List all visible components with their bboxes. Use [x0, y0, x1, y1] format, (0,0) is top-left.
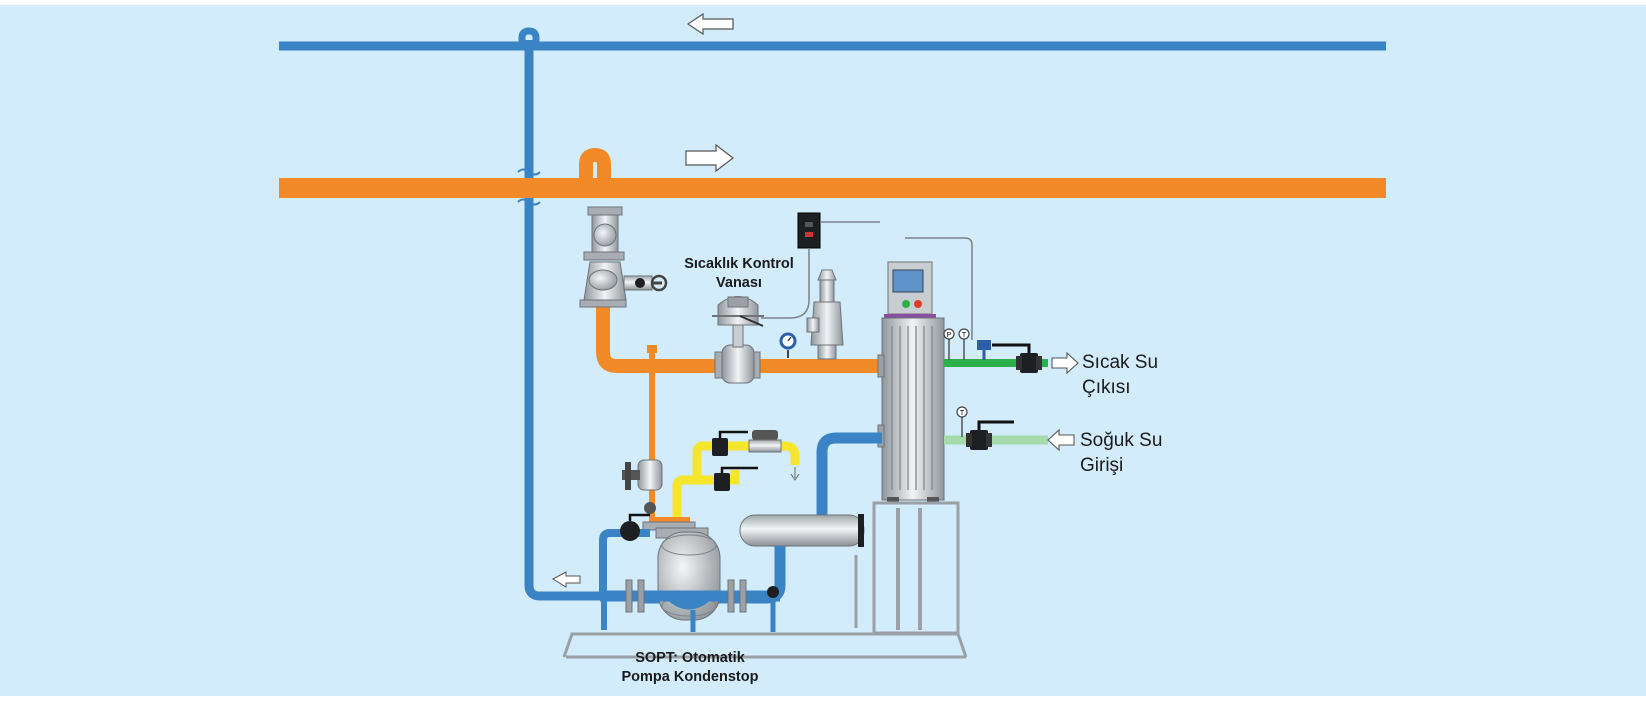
air-vent	[748, 430, 782, 453]
cold-water-inlet-line: T	[944, 406, 1075, 452]
hot-water-outlet-label: Sıcak Su Çıkısı	[1082, 350, 1158, 400]
control-valve-label-line1: Sıcaklık Kontrol	[684, 256, 794, 272]
hot-water-label-line2: Çıkısı	[1082, 377, 1131, 398]
temperature-controller	[761, 212, 973, 340]
cold-water-label-line2: Girişi	[1080, 455, 1124, 476]
temperature-tag-letter: T	[962, 332, 967, 339]
skid-base	[562, 632, 968, 659]
plate-heat-exchanger	[872, 261, 960, 635]
control-valve-label-line2: Vanası	[716, 275, 762, 291]
pump-label-line1: SOPT: Otomatik	[635, 650, 745, 666]
pump-label-line2: Pompa Kondenstop	[621, 669, 759, 685]
pump-trap-label: SOPT: Otomatik Pompa Kondenstop	[605, 649, 775, 687]
condensate-from-exchanger	[816, 432, 882, 520]
flow-arrow-condensate-out	[551, 571, 581, 588]
control-valve-label: Sıcaklık Kontrol Vanası	[664, 255, 814, 293]
steam-stop-valve	[579, 206, 668, 308]
cold-water-label-line1: Soğuk Su	[1080, 430, 1163, 451]
cold-water-inlet-label: Soğuk Su Girişi	[1080, 428, 1162, 478]
temperature-control-valve	[712, 296, 764, 384]
ball-valve-icon	[966, 420, 1014, 450]
pump-discharge-line	[600, 579, 780, 632]
condensate-return-main	[279, 27, 1386, 601]
hot-water-label-line1: Sıcak Su	[1082, 352, 1159, 373]
ball-valve-icon	[712, 430, 748, 456]
motive-steam-valve	[622, 459, 690, 523]
pump-inlet-line	[599, 513, 650, 630]
hot-water-outlet-line: P T	[943, 328, 1079, 375]
steam-main	[279, 147, 1386, 198]
ball-valve-icon	[992, 343, 1042, 373]
pipe-break-marks	[517, 168, 541, 206]
vent-lines	[672, 430, 800, 520]
pressure-tag-letter: P	[947, 332, 952, 339]
flow-arrow-return	[686, 12, 734, 36]
ball-valve-icon	[620, 513, 650, 541]
ball-valve-icon	[714, 466, 758, 491]
hollow-arrow-icon	[1047, 428, 1075, 452]
safety-relief-valve	[806, 269, 844, 360]
pressure-gauge-icon	[779, 332, 797, 358]
flow-arrow-steam	[685, 143, 734, 173]
temperature-tag-letter: T	[960, 410, 965, 417]
hollow-arrow-icon	[1051, 351, 1079, 375]
